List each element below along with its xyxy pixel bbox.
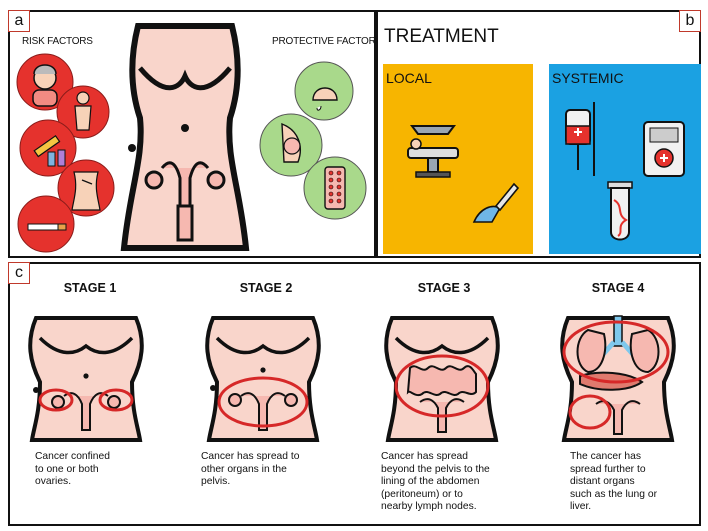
scalpel-icon (472, 182, 520, 223)
stage-4-pelvis-highlight (568, 394, 612, 430)
systemic-label: SYSTEMIC (552, 70, 624, 86)
local-label: LOCAL (386, 70, 432, 86)
treatment-title: TREATMENT (384, 26, 499, 47)
radiotherapy-machine-icon (407, 125, 459, 178)
abdomen-scar-icon (57, 159, 115, 217)
iv-drip-icon (565, 102, 595, 176)
stage-2-title: STAGE 2 (239, 281, 293, 295)
risk-factors-label: RISK FACTORS (22, 36, 93, 47)
syringe-vials-icon (19, 119, 77, 177)
stage-4-description: The cancer has spread further to distant… (570, 451, 658, 512)
pregnancy-icon (259, 113, 323, 177)
pill-box-icon (643, 121, 685, 177)
panel-c-tag: c (8, 262, 30, 284)
stage-2-pelvis-highlight (217, 376, 309, 428)
contraceptive-pills-icon (303, 156, 367, 220)
breastfeeding-icon (294, 61, 354, 121)
local-treatment-box (383, 64, 533, 254)
stage-1-torso (28, 316, 144, 442)
stage-3-torso (384, 316, 500, 442)
cigarette-icon (17, 195, 75, 253)
stage-4-lung-highlight (562, 320, 670, 384)
test-tube-icon (607, 181, 633, 241)
stage-4-title: STAGE 4 (591, 281, 645, 295)
stage-1-right-ovary-highlight (98, 388, 134, 412)
stage-2-description: Cancer has spread to other organs in the… (201, 451, 300, 487)
stage-3-description: Cancer has spread beyond the pelvis to t… (381, 451, 490, 512)
stage-1-left-ovary-highlight (38, 388, 74, 412)
protective-factors-label: PROTECTIVE FACTORS (272, 36, 383, 47)
stage-3-abdomen-highlight (394, 354, 490, 418)
panel-b-tag: b (679, 10, 701, 32)
woman-body-icon (56, 85, 110, 139)
panel-a-tag: a (8, 10, 30, 32)
female-body-illustration (120, 23, 250, 251)
stage-1-description: Cancer confined to one or both ovaries. (35, 451, 110, 487)
stage-2-torso (205, 316, 321, 442)
elderly-woman-icon (16, 53, 74, 111)
stage-3-title: STAGE 3 (417, 281, 471, 295)
stage-1-title: STAGE 1 (63, 281, 117, 295)
stage-4-torso (560, 315, 676, 442)
